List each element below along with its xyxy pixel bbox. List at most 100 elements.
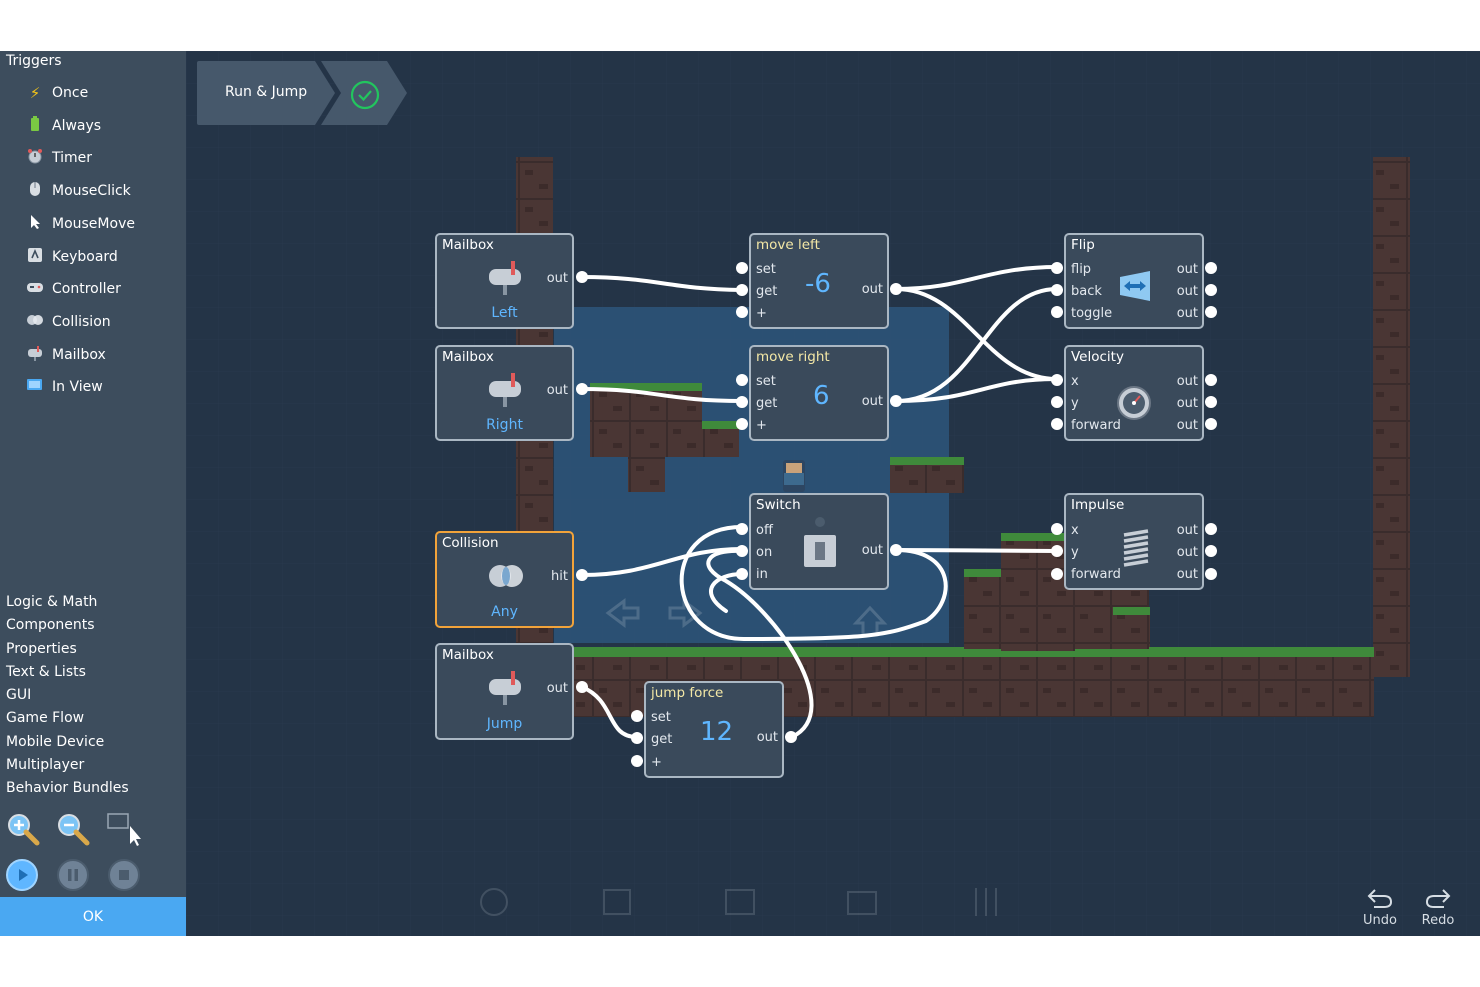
- check-circle-icon: [350, 80, 380, 114]
- port-out-pin[interactable]: [1205, 284, 1217, 296]
- select-tool-icon[interactable]: [106, 812, 141, 846]
- node-flip[interactable]: Flip flip back toggle out out out: [1064, 233, 1204, 329]
- node-switch[interactable]: Switch off on in out: [749, 493, 889, 590]
- number-value[interactable]: 12: [700, 717, 734, 747]
- redo-icon: [1425, 889, 1451, 908]
- pause-button[interactable]: [57, 859, 89, 891]
- mailbox-message[interactable]: Jump: [486, 716, 523, 732]
- port-out-pin[interactable]: [1205, 306, 1217, 318]
- port-set-pin[interactable]: [736, 262, 748, 274]
- port-out-pin[interactable]: [890, 544, 902, 556]
- behavior-canvas[interactable]: Run & Jump Mailbox: [186, 51, 1480, 936]
- category-mobile-device[interactable]: Mobile Device: [6, 734, 105, 750]
- category-text-lists[interactable]: Text & Lists: [6, 664, 86, 680]
- port-on-pin[interactable]: [736, 545, 748, 557]
- category-properties[interactable]: Properties: [6, 641, 77, 657]
- sidebar-item-timer[interactable]: Timer: [26, 146, 92, 170]
- port-set-pin[interactable]: [631, 710, 643, 722]
- number-value[interactable]: -6: [805, 269, 831, 299]
- category-components[interactable]: Components: [6, 617, 95, 633]
- node-title: Collision: [442, 535, 499, 551]
- port-back-pin[interactable]: [1051, 284, 1063, 296]
- port-out-pin[interactable]: [1205, 545, 1217, 557]
- port-out-pin[interactable]: [1205, 568, 1217, 580]
- node-collision[interactable]: Collision hit Any: [435, 531, 574, 628]
- port-flip-pin[interactable]: [1051, 262, 1063, 274]
- category-logic-math[interactable]: Logic & Math: [6, 594, 98, 610]
- port-toggle-pin[interactable]: [1051, 306, 1063, 318]
- node-mailbox-jump[interactable]: Mailbox out Jump: [435, 643, 574, 740]
- port-x-pin[interactable]: [1051, 523, 1063, 535]
- play-button[interactable]: [6, 859, 38, 891]
- port-get-pin[interactable]: [736, 284, 748, 296]
- port-forward-pin[interactable]: [1051, 418, 1063, 430]
- port-get-pin[interactable]: [631, 732, 643, 744]
- category-gui[interactable]: GUI: [6, 687, 32, 703]
- zoom-out-icon[interactable]: [56, 812, 90, 846]
- port-y-label: y: [1071, 396, 1079, 411]
- node-velocity[interactable]: Velocity x y forward out out out: [1064, 345, 1204, 441]
- port-plus-pin[interactable]: [631, 755, 643, 767]
- port-forward-pin[interactable]: [1051, 568, 1063, 580]
- sidebar-item-always[interactable]: Always: [26, 114, 101, 138]
- port-in-pin[interactable]: [736, 568, 748, 580]
- port-get-pin[interactable]: [736, 396, 748, 408]
- sidebar-item-collision[interactable]: Collision: [26, 310, 111, 334]
- redo-button[interactable]: Redo: [1418, 887, 1458, 928]
- node-jump-force[interactable]: jump force set get + 12 out: [644, 681, 784, 778]
- port-plus-pin[interactable]: [736, 418, 748, 430]
- stop-button[interactable]: [108, 859, 140, 891]
- port-out-pin[interactable]: [576, 681, 588, 693]
- port-out-pin[interactable]: [1205, 374, 1217, 386]
- port-out-pin[interactable]: [1205, 396, 1217, 408]
- undo-label: Undo: [1363, 913, 1397, 928]
- port-set-label: set: [756, 374, 776, 389]
- sidebar-item-keyboard[interactable]: Keyboard: [26, 245, 118, 269]
- node-mailbox-left[interactable]: Mailbox out Left: [435, 233, 574, 329]
- number-value[interactable]: 6: [813, 381, 830, 411]
- port-out-label: out: [1176, 396, 1198, 411]
- collision-target[interactable]: Any: [491, 604, 518, 620]
- port-out-pin[interactable]: [576, 271, 588, 283]
- port-y-pin[interactable]: [1051, 545, 1063, 557]
- port-out-pin[interactable]: [1205, 418, 1217, 430]
- sidebar-item-once[interactable]: ⚡ Once: [26, 81, 88, 105]
- sidebar-item-mousemove[interactable]: MouseMove: [26, 212, 135, 236]
- port-out-pin[interactable]: [576, 383, 588, 395]
- mailbox-message[interactable]: Left: [491, 305, 518, 321]
- node-mailbox-right[interactable]: Mailbox out Right: [435, 345, 574, 441]
- port-plus-pin[interactable]: [736, 306, 748, 318]
- category-behavior-bundles[interactable]: Behavior Bundles: [6, 780, 129, 796]
- sidebar-item-in-view[interactable]: In View: [26, 375, 103, 399]
- undo-button[interactable]: Undo: [1360, 887, 1400, 928]
- port-out-pin[interactable]: [890, 283, 902, 295]
- port-out-label: out: [1176, 545, 1198, 560]
- port-off-pin[interactable]: [736, 523, 748, 535]
- port-out-pin[interactable]: [785, 731, 797, 743]
- zoom-in-icon[interactable]: [6, 812, 40, 846]
- port-x-pin[interactable]: [1051, 374, 1063, 386]
- port-set-pin[interactable]: [736, 374, 748, 386]
- breadcrumb-run-jump[interactable]: Run & Jump: [225, 84, 308, 100]
- port-out-label: out: [1176, 262, 1198, 277]
- node-title: Switch: [756, 497, 801, 513]
- node-move-right[interactable]: move right set get + 6 out: [749, 345, 889, 441]
- port-hit-pin[interactable]: [576, 569, 588, 581]
- port-out-pin[interactable]: [890, 395, 902, 407]
- category-game-flow[interactable]: Game Flow: [6, 710, 85, 726]
- sidebar-item-mailbox[interactable]: Mailbox: [26, 343, 106, 367]
- port-y-pin[interactable]: [1051, 396, 1063, 408]
- sidebar-item-controller[interactable]: Controller: [26, 277, 121, 301]
- collision-icon: [26, 313, 44, 331]
- port-out-pin[interactable]: [1205, 262, 1217, 274]
- port-get-label: get: [651, 732, 673, 747]
- sidebar-item-label: Controller: [52, 281, 121, 297]
- ok-button[interactable]: OK: [0, 897, 186, 936]
- mailbox-message[interactable]: Right: [486, 417, 523, 433]
- node-impulse[interactable]: Impulse x y forward out out out: [1064, 493, 1204, 590]
- category-multiplayer[interactable]: Multiplayer: [6, 757, 85, 773]
- sidebar-item-mouseclick[interactable]: MouseClick: [26, 179, 131, 203]
- node-move-left[interactable]: move left set get + -6 out: [749, 233, 889, 329]
- port-flip-label: flip: [1071, 262, 1092, 277]
- port-out-pin[interactable]: [1205, 523, 1217, 535]
